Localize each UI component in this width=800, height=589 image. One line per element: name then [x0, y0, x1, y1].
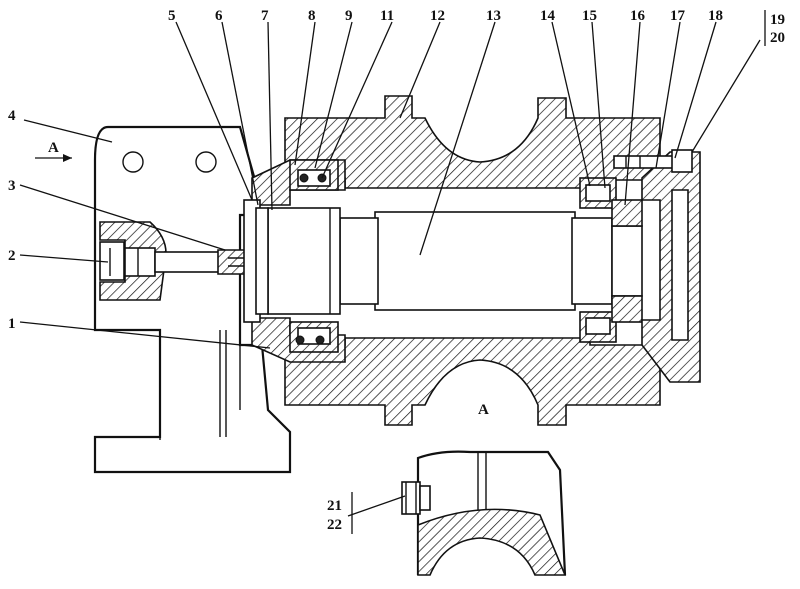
callout-7: 7 [261, 8, 269, 24]
callout-9: 9 [345, 8, 353, 24]
callout-18: 18 [708, 8, 723, 24]
view-arrow-label: A [48, 140, 59, 156]
callout-19: 19 [770, 12, 785, 28]
shaft [267, 207, 643, 315]
mount-hole-right [195, 151, 217, 173]
callout-2: 2 [8, 248, 16, 264]
right-end-cover [579, 149, 701, 383]
callout-labels: 4 3 2 1 5 6 7 8 9 11 12 13 14 15 16 17 1… [8, 8, 785, 533]
roller-body [284, 95, 661, 426]
callout-22: 22 [327, 517, 342, 533]
callout-4: 4 [8, 108, 16, 124]
callout-11: 11 [380, 8, 394, 24]
clamp-bolt-section [99, 221, 167, 301]
view-arrow-a: A [35, 140, 72, 162]
callout-8: 8 [308, 8, 316, 24]
bracket-support [93, 125, 292, 474]
leader-lines [19, 10, 766, 534]
callout-16: 16 [630, 8, 646, 24]
callout-17: 17 [670, 8, 686, 24]
callout-1: 1 [8, 316, 16, 332]
mount-hole-left [122, 151, 144, 173]
callout-15: 15 [582, 8, 597, 24]
callout-13: 13 [486, 8, 501, 24]
callout-6: 6 [215, 8, 223, 24]
left-end-cover [243, 159, 346, 363]
callout-5: 5 [168, 8, 176, 24]
callout-3: 3 [8, 178, 16, 194]
callout-20: 20 [770, 30, 785, 46]
callout-21: 21 [327, 498, 342, 514]
section-label: A [478, 402, 489, 418]
callout-12: 12 [430, 8, 445, 24]
section-view-a [401, 450, 567, 576]
callout-14: 14 [540, 8, 556, 24]
